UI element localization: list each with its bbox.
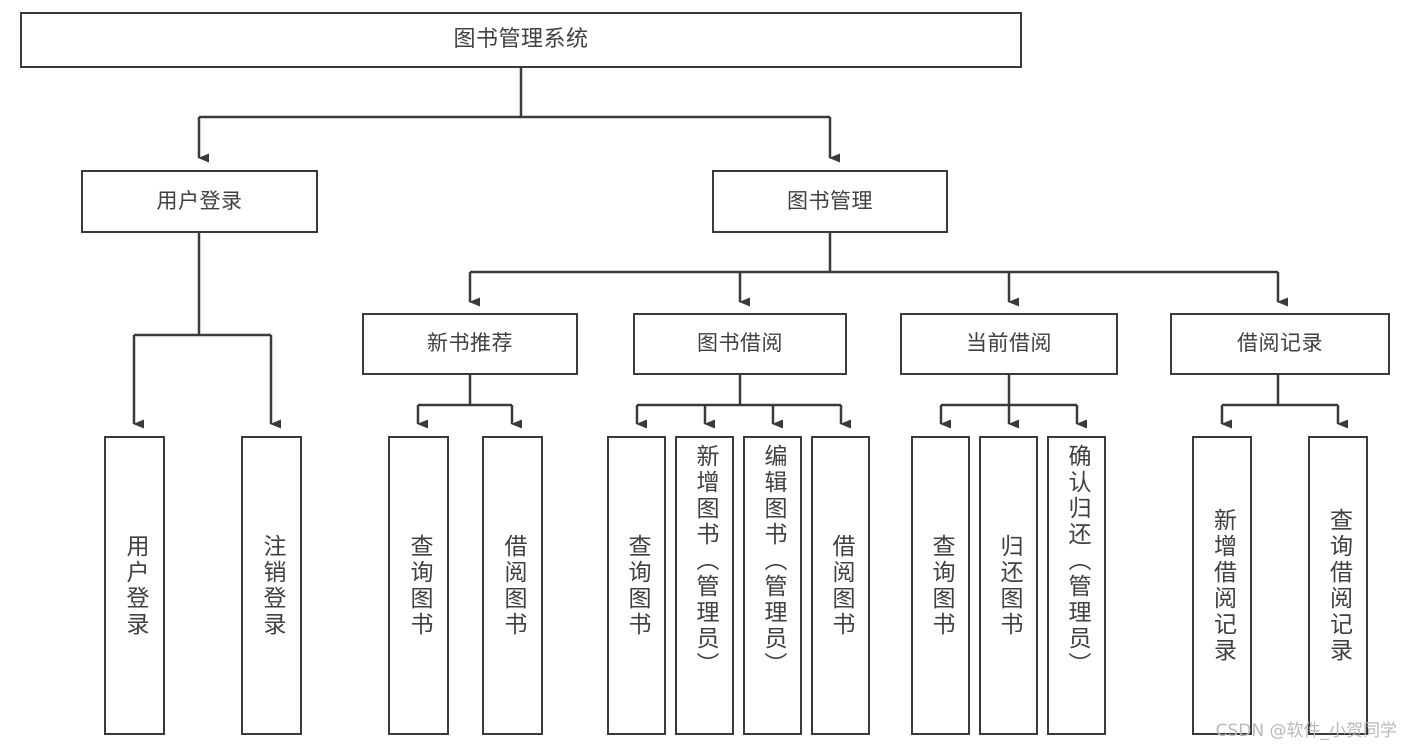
node-leaf-edit-book[interactable]: 编辑图书（管理员） — [743, 436, 802, 735]
node-user-login[interactable]: 用户登录 — [81, 170, 318, 233]
node-book-management[interactable]: 图书管理 — [712, 170, 948, 233]
node-label: 图书管理 — [787, 188, 873, 213]
node-label: 用户登录 — [122, 533, 148, 638]
node-leaf-return-book[interactable]: 归还图书 — [979, 436, 1038, 735]
node-leaf-add-book[interactable]: 新增图书（管理员） — [675, 436, 734, 735]
node-label: 查询图书 — [928, 533, 954, 638]
node-root-system[interactable]: 图书管理系统 — [20, 12, 1022, 68]
node-leaf-borrow-book[interactable]: 借阅图书 — [811, 436, 870, 735]
node-current-borrow[interactable]: 当前借阅 — [900, 313, 1118, 375]
node-leaf-query-book-borrow[interactable]: 查询图书 — [607, 436, 666, 735]
node-leaf-logout[interactable]: 注销登录 — [241, 436, 302, 735]
node-leaf-query-book-recommend[interactable]: 查询图书 — [388, 436, 449, 735]
node-label: 用户登录 — [156, 188, 243, 213]
node-leaf-query-borrow-record[interactable]: 查询借阅记录 — [1308, 436, 1368, 735]
node-label: 新增借阅记录 — [1209, 507, 1236, 664]
csdn-watermark: CSDN @软件_小贺同学 — [1215, 721, 1397, 741]
node-label: 新增图书（管理员） — [692, 444, 718, 678]
node-label: 确认归还（管理员） — [1064, 444, 1090, 678]
node-label: 当前借阅 — [966, 331, 1052, 356]
node-new-book-recommend[interactable]: 新书推荐 — [362, 313, 578, 375]
node-label: 借阅图书 — [828, 533, 854, 638]
node-label: 借阅图书 — [500, 533, 526, 638]
node-label: 编辑图书（管理员） — [760, 444, 786, 678]
node-borrow-record[interactable]: 借阅记录 — [1170, 313, 1390, 375]
node-label: 查询图书 — [624, 533, 650, 638]
node-leaf-add-borrow-record[interactable]: 新增借阅记录 — [1192, 436, 1252, 735]
node-leaf-query-book-current[interactable]: 查询图书 — [911, 436, 970, 735]
node-leaf-borrow-book-recommend[interactable]: 借阅图书 — [482, 436, 543, 735]
node-leaf-user-login[interactable]: 用户登录 — [104, 436, 165, 735]
node-book-borrow[interactable]: 图书借阅 — [633, 313, 847, 375]
node-label: 图书管理系统 — [453, 26, 589, 52]
node-label: 图书借阅 — [697, 331, 783, 356]
node-label: 查询图书 — [406, 533, 432, 638]
node-leaf-confirm-return[interactable]: 确认归还（管理员） — [1047, 436, 1106, 735]
node-label: 新书推荐 — [427, 331, 513, 356]
node-label: 借阅记录 — [1237, 331, 1323, 356]
node-label: 归还图书 — [996, 533, 1022, 638]
node-label: 查询借阅记录 — [1325, 507, 1352, 664]
node-label: 注销登录 — [259, 533, 285, 638]
